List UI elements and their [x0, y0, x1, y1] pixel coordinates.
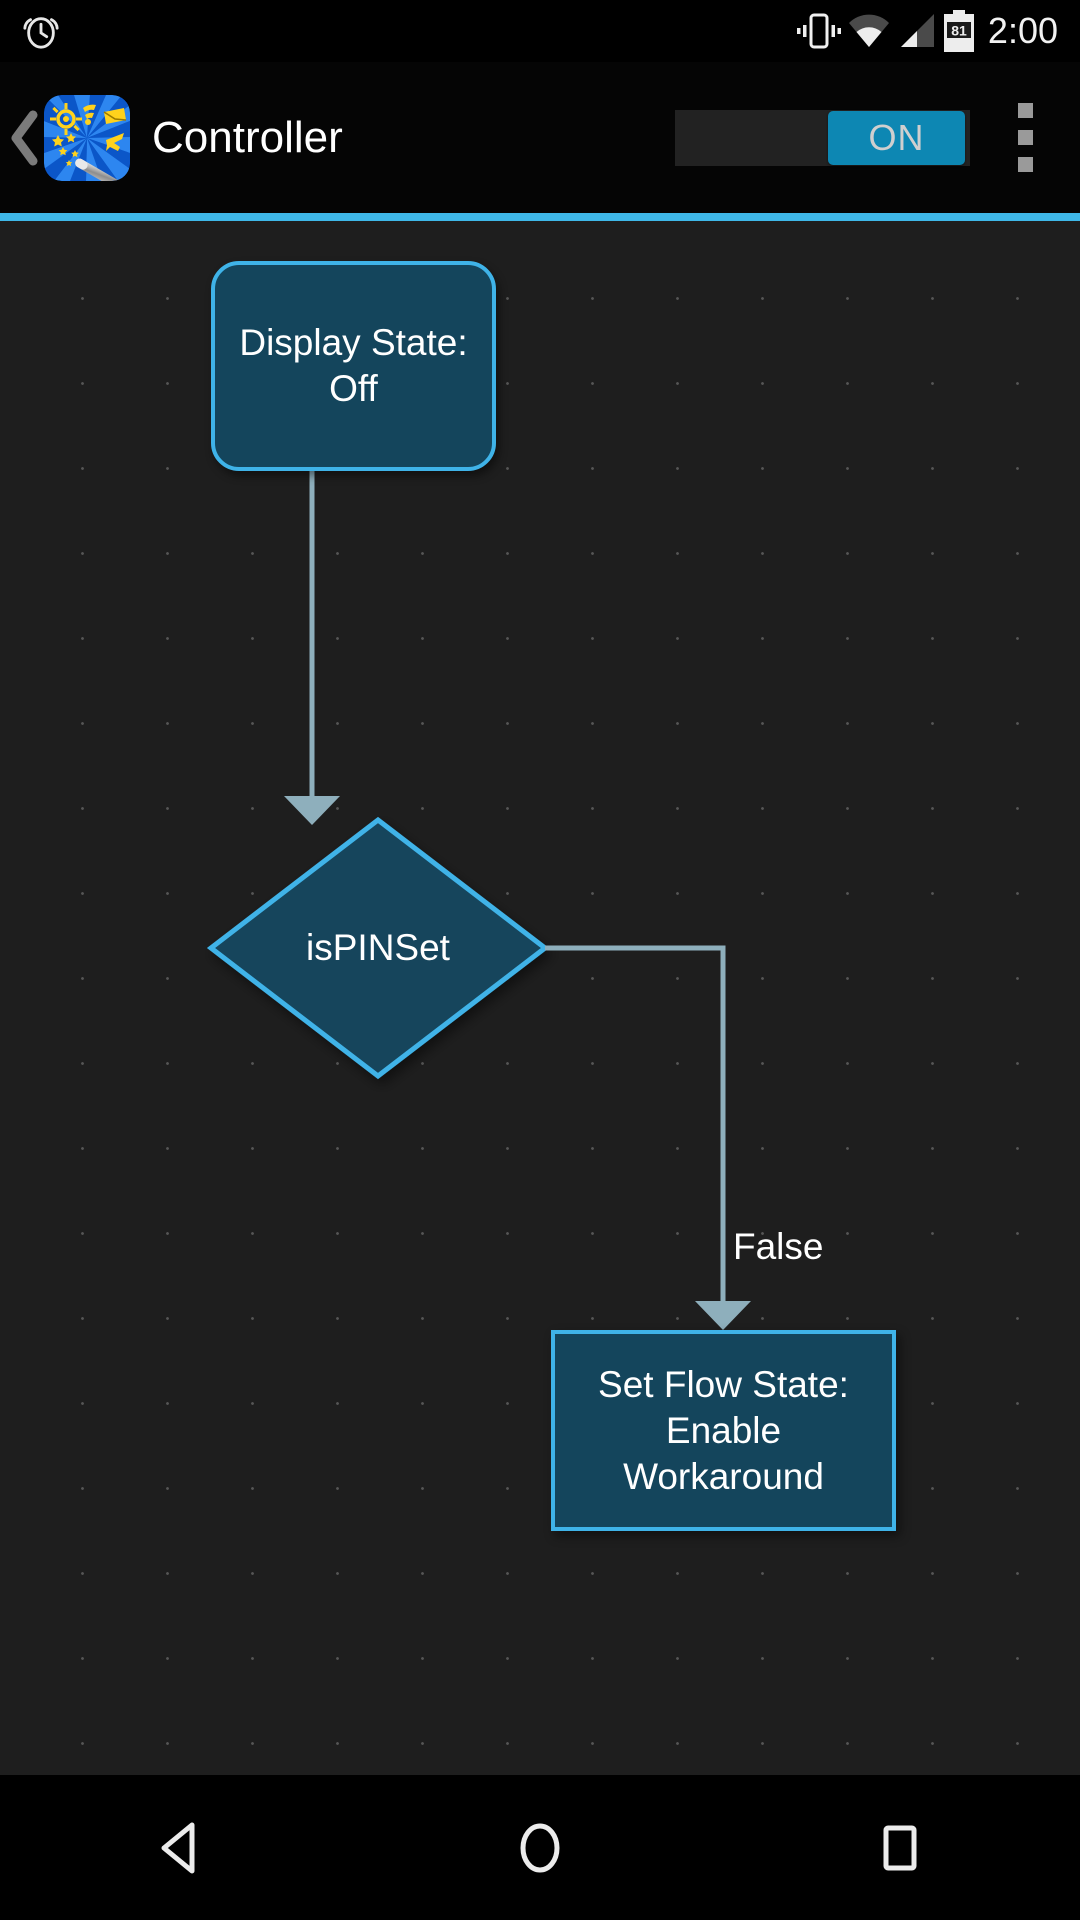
status-clock: 2:00	[987, 10, 1058, 51]
nav-recents-button[interactable]	[720, 1775, 1080, 1920]
overflow-menu-button[interactable]	[990, 83, 1060, 193]
node-is-pin-set-shape[interactable]	[206, 816, 550, 1080]
back-icon	[161, 1822, 195, 1873]
back-chevron-icon[interactable]	[8, 107, 42, 169]
status-bar: 81 2:00	[0, 0, 1080, 62]
home-icon	[520, 1823, 560, 1872]
node-set-flow-state-line3: Workaround	[623, 1455, 824, 1497]
accent-divider	[0, 213, 1080, 221]
battery-icon: 81	[942, 10, 988, 52]
overflow-dot-2	[1017, 130, 1033, 145]
alarm-icon	[23, 17, 59, 49]
nav-back-button[interactable]	[0, 1775, 360, 1920]
tasker-app-icon[interactable]	[44, 94, 130, 181]
vibrate-icon	[796, 11, 846, 51]
status-bar-right-cluster: 81 2:00	[796, 0, 1080, 62]
flowchart-canvas[interactable]: Display State: Off isPINSet False Set Fl…	[0, 221, 1080, 1775]
profile-enable-toggle[interactable]: ON	[675, 109, 970, 166]
node-set-flow-state[interactable]: Set Flow State: Enable Workaround	[551, 1330, 896, 1531]
nav-home-button[interactable]	[360, 1775, 720, 1920]
wifi-icon	[846, 11, 896, 51]
node-set-flow-state-line2: Enable	[665, 1409, 782, 1451]
node-is-pin-set[interactable]: isPINSet	[208, 817, 548, 1079]
node-display-state-label: Display State: Off	[239, 322, 468, 409]
edge-display-state-to-is-pin-set	[284, 471, 340, 825]
overflow-dot-1	[1017, 103, 1033, 118]
node-set-flow-state-line1: Set Flow State:	[598, 1363, 849, 1405]
edge-label-false: False	[733, 1226, 824, 1267]
node-display-state[interactable]: Display State: Off	[211, 261, 496, 471]
system-nav-bar	[0, 1775, 1080, 1920]
toggle-state-label: ON	[868, 116, 925, 158]
app-bar: Controller ON	[0, 62, 1080, 213]
signal-icon	[896, 11, 942, 51]
flowchart-edges	[206, 471, 751, 1330]
toggle-thumb[interactable]: ON	[828, 110, 965, 165]
recents-icon	[883, 1825, 917, 1870]
node-set-flow-state-label: Set Flow State: Enable Workaround	[555, 1362, 892, 1500]
node-is-pin-set-label: isPINSet	[306, 927, 450, 968]
page-title: Controller	[152, 112, 343, 162]
edge-is-pin-set-to-set-flow-state	[545, 945, 751, 1330]
overflow-dot-3	[1017, 157, 1033, 172]
battery-level-text: 81	[951, 23, 967, 39]
